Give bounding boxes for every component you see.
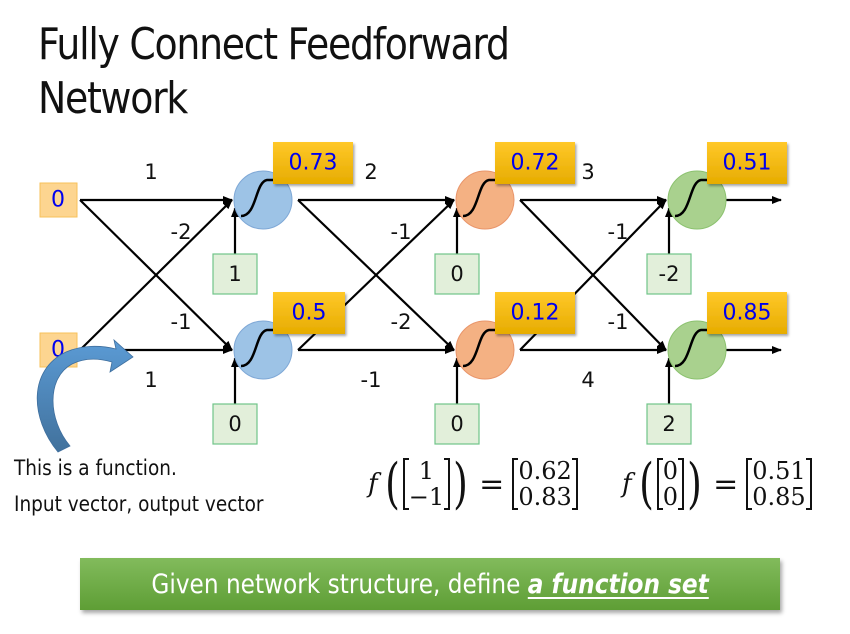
note-function: This is a function. [14,456,177,480]
bias-box [646,403,692,445]
function-symbol: f [368,469,378,499]
neuron-2-1 [455,170,515,230]
edges-group [79,196,782,404]
neuron-3-1 [667,170,727,230]
close-paren: ) [453,452,469,515]
output-value-box [495,142,575,184]
bias-box [212,403,258,445]
weight-label: 3 [581,160,594,184]
vector-entry: 0 [662,457,678,485]
output-value-box [707,292,787,334]
function-symbol: f [622,469,632,499]
labels-group: 001-2-1110.7300.52-1-2-100.7200.123-1-14… [51,151,771,437]
output-value-box [273,142,353,184]
bias-value: 0 [450,262,463,286]
vector-entry: 0.83 [518,483,572,511]
sigmoid-icon [674,178,711,218]
bias-box [434,253,480,295]
neuron-3-2 [667,320,727,380]
bias-box [212,253,258,295]
equals-sign: = [713,466,739,502]
weight-label: -1 [608,310,629,334]
output-vector: 0.62 0.83 [512,457,578,511]
weight-label: 2 [364,160,377,184]
output-value-box [273,292,345,334]
weight-label: 1 [144,160,157,184]
output-value: 0.12 [511,301,560,326]
output-vector: 0.51 0.85 [746,457,812,511]
output-value: 0.73 [289,151,338,176]
vector-entry: 0 [662,483,678,511]
input-vector: 1 −1 [402,457,451,511]
neuron-1-2 [233,320,293,380]
input-box [39,182,78,218]
vector-entry: 0.51 [752,457,806,485]
output-value-box [707,142,787,184]
open-paren: ( [384,452,400,515]
output-value: 0.72 [511,151,560,176]
note-vectors: Input vector, output vector [14,492,264,516]
title-line-2: Network [38,73,188,124]
slide-title: Fully Connect Feedforward Network [38,18,510,126]
weight-label: 1 [144,368,157,392]
output-value: 0.5 [292,301,327,326]
equals-sign: = [479,466,505,502]
vector-entry: −1 [408,483,445,511]
bias-value: 0 [450,412,463,436]
open-paren: ( [638,452,654,515]
equation-1: f ( 1 −1 ) = 0.62 0.83 [368,452,578,516]
neuron-2-2 [455,320,515,380]
input-vector: 0 0 [656,457,684,511]
bias-value: 1 [228,262,241,286]
sigmoid-icon [240,178,277,218]
edge-bottom-top [79,199,233,351]
vector-entry: 0.85 [752,483,806,511]
weight-label: -1 [361,368,382,392]
vector-entry: 0.62 [518,457,572,485]
output-value: 0.85 [723,301,772,326]
close-paren: ) [687,452,702,515]
bias-box [646,253,692,295]
title-line-1: Fully Connect Feedforward [38,19,510,70]
vector-entry: 1 [418,457,435,485]
sigmoid-icon [674,328,711,368]
weight-label: 4 [581,368,594,392]
bias-value: 2 [662,412,675,436]
input-value: 0 [51,188,65,213]
weight-label: -1 [391,220,412,244]
sigmoid-icon [462,178,499,218]
output-value-box [495,292,575,334]
bias-value: -2 [659,262,680,286]
sigmoid-icon [462,328,499,368]
weight-label: -1 [608,220,629,244]
sigmoid-icon [240,328,277,368]
weight-label: -2 [391,310,412,334]
bias-value: 0 [228,412,241,436]
weight-label: -2 [171,220,192,244]
curved-arrow-icon [36,338,134,453]
neuron-1-1 [233,170,293,230]
banner-text: Given network structure, define [151,568,528,600]
bias-box [434,403,480,445]
equation-2: f ( 0 0 ) = 0.51 0.85 [622,452,812,516]
output-value: 0.51 [723,151,772,176]
function-set-banner: Given network structure, define a functi… [80,558,780,610]
weight-label: -1 [171,310,192,334]
nodes-group [39,142,787,445]
banner-emphasis: a function set [527,568,709,600]
